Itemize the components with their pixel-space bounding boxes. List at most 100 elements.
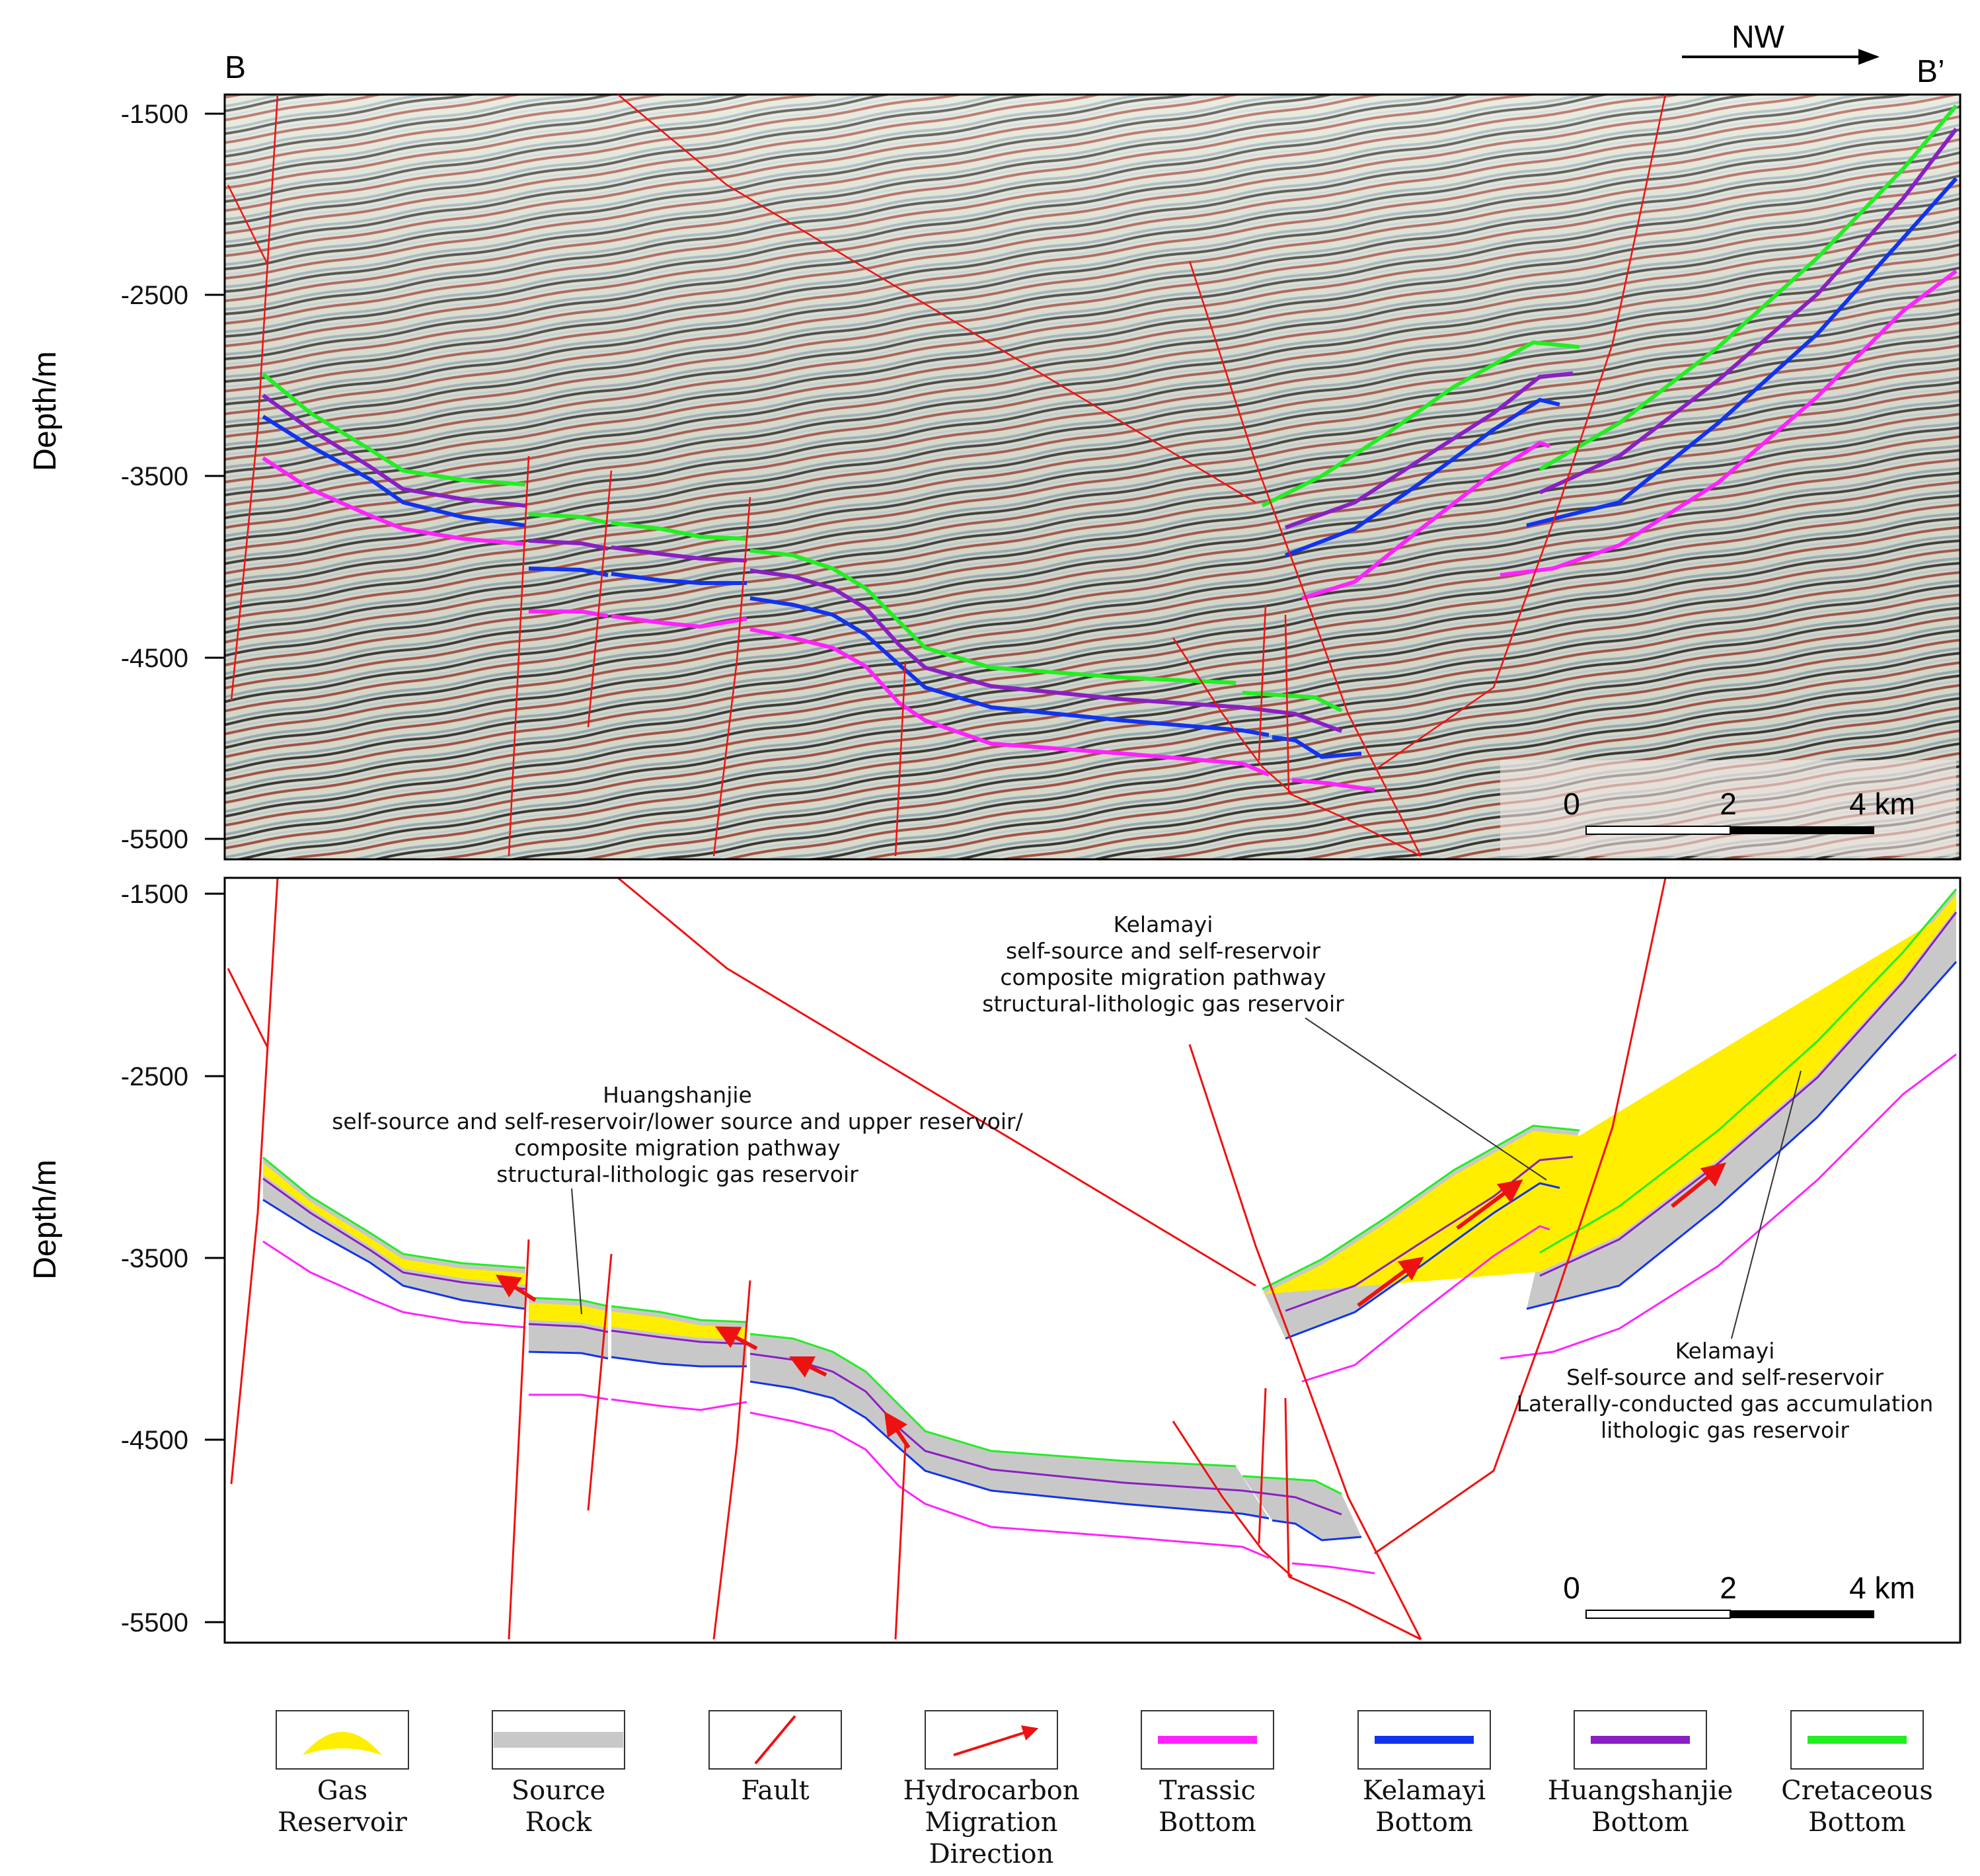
migration-arrows — [495, 1162, 1726, 1449]
fault-line — [1258, 1387, 1267, 1544]
svg-text:Bottom: Bottom — [1159, 1807, 1256, 1838]
migration-arrow — [495, 1274, 537, 1302]
seismic-panel — [223, 93, 1961, 861]
fault-line — [1258, 604, 1267, 761]
kelamayi-horizon — [1272, 735, 1362, 760]
source-rock-band — [750, 1334, 1269, 1518]
fault-line — [587, 470, 613, 728]
kelamayi-horizon — [749, 1380, 1270, 1520]
svg-text:Kelamayi: Kelamayi — [1675, 1338, 1775, 1364]
svg-text:Bottom: Bottom — [1375, 1807, 1473, 1838]
interpretation-faults — [227, 877, 1667, 1641]
section-start-label: B — [225, 50, 246, 85]
trassic-horizon — [749, 1411, 1270, 1559]
kelamayi-horizon — [262, 1198, 526, 1310]
kelamayi-horizon — [1285, 1182, 1560, 1340]
trassic-horizon — [1291, 778, 1375, 792]
fault-line — [1374, 877, 1667, 1555]
fault-line — [617, 877, 1256, 1287]
gas-reservoir-band — [611, 1311, 747, 1340]
kelamayi-horizon — [1526, 961, 1958, 1310]
legend: Gas Reservoir Source Rock Fault Hydrocar… — [276, 1710, 1933, 1869]
legend-item-trassic-bottom: Trassic Bottom — [1141, 1710, 1274, 1838]
cretaceous-horizon — [1242, 1475, 1342, 1495]
svg-text:Self-source and self-reservoir: Self-source and self-reservoir — [1566, 1364, 1884, 1390]
svg-text:Hydrocarbon: Hydrocarbon — [903, 1776, 1079, 1806]
migration-arrow-icon — [953, 1725, 1039, 1756]
cretaceous-horizon — [1539, 104, 1958, 471]
gas-reservoir-band — [1262, 908, 1956, 1294]
fault-line — [1284, 1397, 1290, 1577]
trassic-horizon — [1301, 440, 1550, 600]
huangshanjie-horizon — [1284, 371, 1574, 529]
trassic-horizon — [529, 609, 609, 618]
huangshanjie-horizon — [528, 539, 609, 551]
gas-reservoir-band — [529, 1303, 608, 1328]
direction-label: NW — [1732, 20, 1785, 55]
fault-line — [1288, 792, 1422, 857]
fault-line — [587, 1253, 613, 1511]
trassic-horizon — [1500, 1053, 1957, 1360]
fault-line — [1374, 94, 1667, 771]
svg-text:lithologic gas reservoir: lithologic gas reservoir — [1601, 1417, 1849, 1443]
fault-icon — [754, 1715, 796, 1765]
fault-line — [1284, 614, 1290, 794]
scale-tick-0: 0 — [1563, 787, 1580, 821]
interpretation-fills — [263, 889, 1956, 1540]
trassic-horizon — [611, 614, 747, 629]
y-axis-label-top: Depth/m — [28, 351, 63, 471]
trassic-horizon — [1500, 269, 1958, 577]
fault-line — [227, 184, 269, 265]
fault-line — [1188, 1044, 1422, 1640]
y-axis-label-bottom: Depth/m — [28, 1159, 63, 1279]
legend-item-migration: Hydrocarbon Migration Direction — [903, 1710, 1080, 1869]
cretaceous-horizon — [528, 1296, 609, 1308]
fault-line — [508, 455, 530, 857]
y-axis-top: Depth/m -1500 -2500 -3500 -4500 -5500 — [28, 100, 225, 854]
annotation-huangshanjie: Huangshanjie self-source and self-reserv… — [332, 1082, 1024, 1315]
legend-item-kelamayi-bottom: Kelamayi Bottom — [1357, 1710, 1491, 1838]
cretaceous-horizon — [1242, 691, 1343, 713]
migration-arrow — [1456, 1179, 1523, 1230]
svg-text:composite migration pathway: composite migration pathway — [1000, 964, 1326, 990]
migration-arrow — [715, 1326, 758, 1350]
kelamayi-horizon — [611, 572, 747, 585]
svg-text:structural-lithologic gas rese: structural-lithologic gas reservoir — [982, 991, 1344, 1017]
y-tick-label: -2500 — [121, 1062, 188, 1091]
kelamayi-horizon — [1526, 177, 1958, 528]
fault-line — [227, 968, 269, 1048]
gas-reservoir-band — [1540, 894, 1956, 1272]
cretaceous-horizon — [262, 1156, 526, 1269]
fault-line — [1172, 637, 1293, 794]
y-tick-label: -1500 — [121, 880, 188, 909]
scale-bar-top: 0 2 4 km — [1563, 787, 1915, 835]
cretaceous-horizon — [611, 521, 747, 541]
svg-text:composite migration pathway: composite migration pathway — [514, 1135, 840, 1161]
svg-text:Bottom: Bottom — [1808, 1807, 1906, 1838]
fault-line — [712, 496, 751, 857]
legend-swatch-migration — [925, 1710, 1058, 1770]
fault-line — [230, 877, 279, 1485]
svg-text:Laterally-conducted gas accumu: Laterally-conducted gas accumulation — [1517, 1391, 1934, 1417]
scale-bar-bottom: 0 2 4 km — [1563, 1571, 1915, 1619]
cretaceous-horizon — [262, 372, 526, 487]
y-tick-label: -3500 — [121, 462, 188, 491]
svg-text:structural-lithologic gas rese: structural-lithologic gas reservoir — [496, 1161, 858, 1187]
cretaceous-horizon — [1539, 888, 1958, 1254]
svg-text:Reservoir: Reservoir — [278, 1807, 408, 1838]
svg-text:Cretaceous: Cretaceous — [1781, 1776, 1933, 1806]
seismic-faults — [227, 94, 1667, 857]
migration-arrow — [1357, 1257, 1424, 1308]
svg-text:Huangshanjie: Huangshanjie — [603, 1082, 752, 1108]
trassic-horizon — [611, 1398, 747, 1411]
svg-text:Source: Source — [512, 1776, 605, 1806]
huangshanjie-horizon — [1285, 1155, 1574, 1312]
trassic-horizon — [1291, 1562, 1375, 1575]
huangshanjie-horizon — [749, 568, 1343, 733]
cretaceous-horizon — [528, 512, 609, 525]
fault-line — [617, 94, 1256, 504]
trassic-horizon — [262, 456, 526, 546]
svg-text:Trassic: Trassic — [1159, 1776, 1256, 1806]
huangshanjie-horizon — [262, 393, 526, 508]
